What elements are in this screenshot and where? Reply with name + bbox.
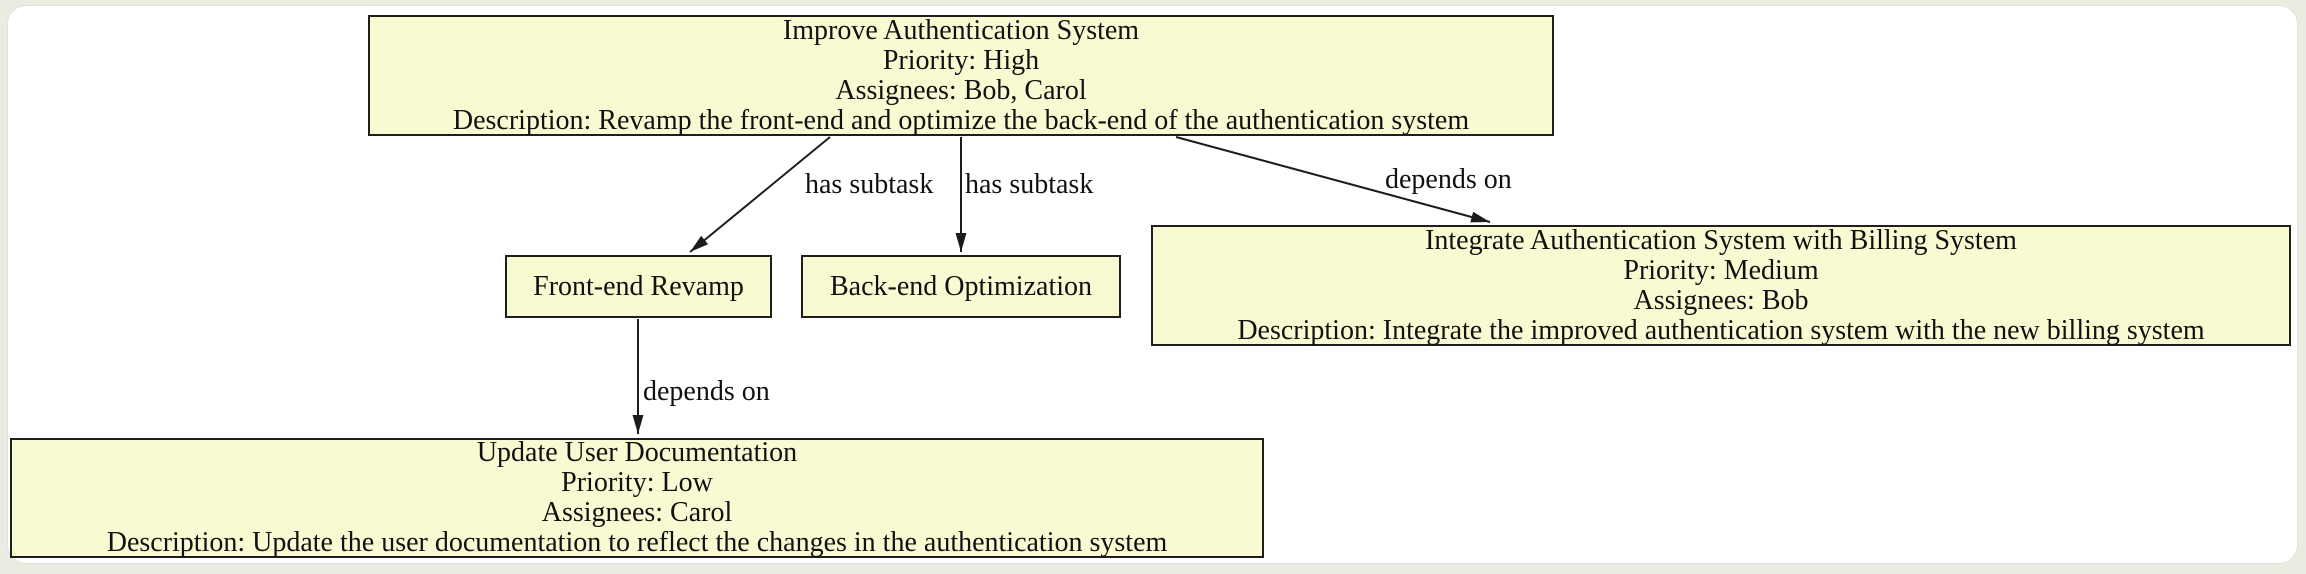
node-assignees: Assignees: Bob, Carol	[835, 74, 1087, 106]
node-improve-authentication-system: Improve Authentication System Priority: …	[368, 15, 1554, 136]
edge-label-has-subtask-1: has subtask	[805, 169, 934, 200]
node-update-user-documentation: Update User Documentation Priority: Low …	[10, 438, 1264, 558]
edge-label-has-subtask-2: has subtask	[965, 169, 1094, 200]
node-integrate-authentication-billing: Integrate Authentication System with Bil…	[1151, 225, 2291, 346]
node-priority: Priority: Low	[561, 467, 713, 498]
node-description: Description: Integrate the improved auth…	[1237, 314, 2205, 346]
node-title: Improve Authentication System	[782, 14, 1140, 46]
node-description: Description: Update the user documentati…	[106, 527, 1168, 558]
node-title: Integrate Authentication System with Bil…	[1425, 224, 2017, 256]
node-front-end-revamp: Front-end Revamp	[505, 255, 772, 318]
edge-label-depends-on-1: depends on	[1385, 164, 1512, 195]
node-description: Description: Revamp the front-end and op…	[452, 104, 1470, 136]
node-title: Front-end Revamp	[533, 270, 744, 302]
node-back-end-optimization: Back-end Optimization	[801, 255, 1121, 318]
node-assignees: Assignees: Carol	[541, 497, 733, 528]
node-priority: Priority: Medium	[1623, 254, 1819, 286]
node-title: Update User Documentation	[476, 437, 798, 468]
node-assignees: Assignees: Bob	[1633, 284, 1809, 316]
edge-label-depends-on-2: depends on	[643, 376, 770, 407]
node-title: Back-end Optimization	[829, 270, 1093, 302]
node-priority: Priority: High	[882, 44, 1040, 76]
